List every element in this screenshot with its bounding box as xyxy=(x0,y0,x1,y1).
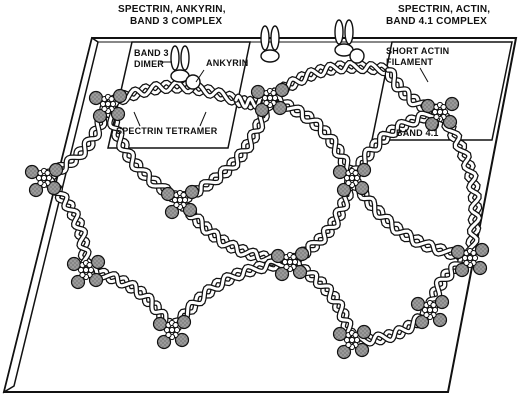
ankyrin-leader xyxy=(195,69,205,83)
spectrin-strand xyxy=(435,109,483,261)
spectrin-tetramer-label: SPECTRIN TETRAMER xyxy=(116,126,218,136)
spectrin-strand xyxy=(103,101,183,203)
ankyrin-label: ANKYRIN xyxy=(206,58,248,68)
junctional-complexes xyxy=(24,82,490,360)
band3-dimer-label-line1: BAND 3 xyxy=(134,48,169,58)
complex-b-title-line2: BAND 4.1 COMPLEX xyxy=(386,16,487,27)
complex-b-title-line1: SPECTRIN, ACTIN, xyxy=(398,4,490,15)
junctional-complex xyxy=(152,314,192,350)
tetramer-leader-right xyxy=(199,111,207,127)
spectrin-strand xyxy=(349,175,473,264)
band41-leader xyxy=(435,117,441,131)
junctional-complex xyxy=(66,254,106,290)
band41-label: BAND 4.1 xyxy=(396,128,439,138)
inset-box-actin xyxy=(371,41,513,141)
complex-a-title-line2: BAND 3 COMPLEX xyxy=(130,16,222,27)
band3-dimers xyxy=(170,19,365,90)
short-actin-label-line1: SHORT ACTIN xyxy=(386,46,449,56)
junctional-complex xyxy=(332,324,372,360)
tetramer-leader-left xyxy=(133,111,141,127)
band3-dimer xyxy=(260,25,280,63)
junctional-complex xyxy=(450,242,490,278)
band3-dimer-label-line2: DIMER xyxy=(134,59,164,69)
junctional-complex xyxy=(420,96,460,132)
band3-dimer xyxy=(170,45,201,90)
junctional-complex xyxy=(270,246,310,282)
junctional-complex xyxy=(88,88,128,124)
complex-a-title-line1: SPECTRIN, ANKYRIN, xyxy=(118,4,226,15)
spectrin-strand xyxy=(169,256,293,334)
spectrin-strand xyxy=(177,95,275,204)
short-actin-label-line2: FILAMENT xyxy=(386,57,433,67)
junctional-complex xyxy=(250,82,290,118)
junctional-complex xyxy=(332,162,372,198)
spectrin-strand xyxy=(105,79,239,110)
band3-dimer xyxy=(334,19,365,64)
spectrin-strand xyxy=(177,196,293,268)
junctional-complex xyxy=(24,162,64,198)
junctional-complex xyxy=(160,184,200,220)
label-group: SPECTRIN, ANKYRIN, BAND 3 COMPLEX SPECTR… xyxy=(116,4,490,138)
actin-leader xyxy=(419,67,429,83)
junctional-complex xyxy=(410,294,450,330)
